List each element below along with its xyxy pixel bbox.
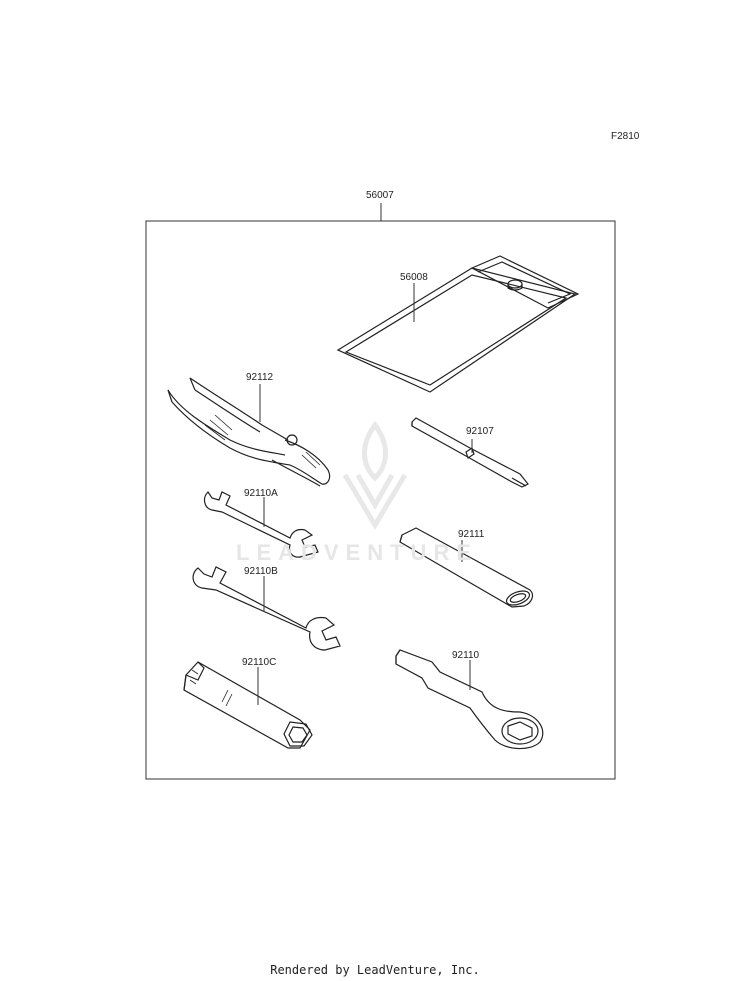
footer-credit: Rendered by LeadVenture, Inc. [270, 963, 480, 977]
box-end-wrench [395, 649, 544, 750]
spark-plug-wrench [183, 661, 313, 749]
tool-pouch [336, 255, 580, 393]
screwdriver [411, 417, 529, 488]
open-end-wrench-a [203, 491, 319, 558]
label-screwdriver: 92107 [466, 426, 494, 437]
label-wrench-a: 92110A [244, 488, 278, 499]
figure-code: F2810 [611, 131, 640, 142]
kit-label: 56007 [366, 190, 394, 201]
label-plug-wrench: 92110C [242, 657, 277, 668]
label-pouch: 56008 [400, 272, 428, 283]
pliers [167, 377, 331, 487]
watermark-logo-icon [342, 420, 408, 530]
label-handle: 92111 [458, 529, 485, 540]
watermark-text: LEADVENTURE [236, 540, 479, 565]
label-box-wrench: 92110 [452, 650, 480, 661]
label-wrench-b: 92110B [244, 566, 278, 577]
label-pliers: 92112 [246, 372, 274, 383]
open-end-wrench-b [192, 566, 341, 651]
tube-handle [399, 527, 534, 608]
